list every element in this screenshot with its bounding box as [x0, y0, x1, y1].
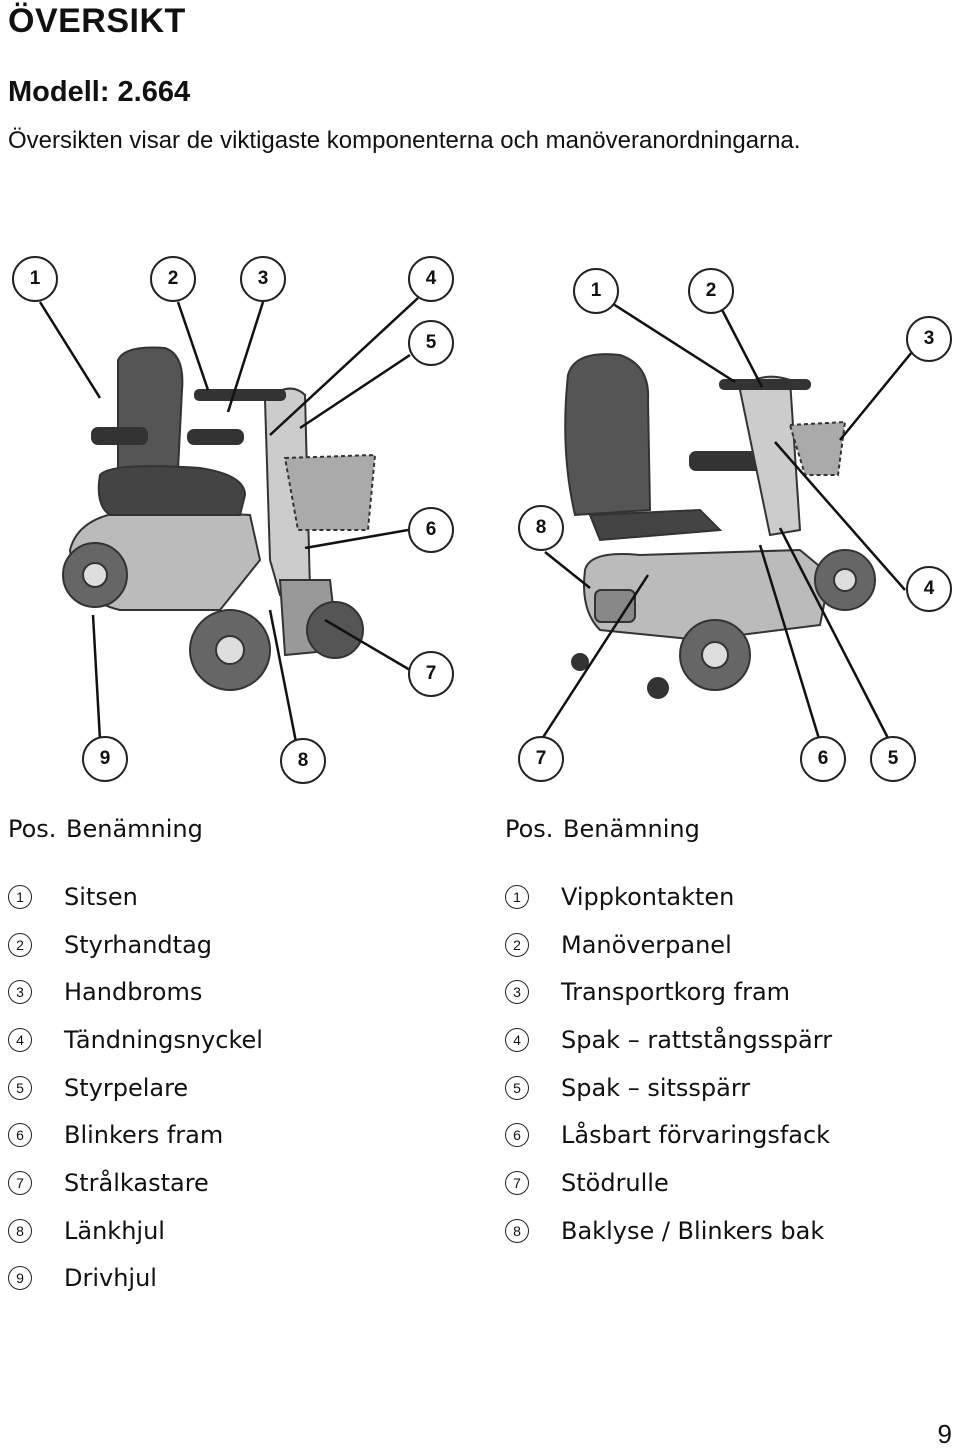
callout-right-6: 6 [800, 736, 846, 782]
legend-right-header: Pos. Benämning [505, 815, 832, 855]
list-item: 3 Handbroms [8, 968, 263, 1016]
item-label: Styrpelare [64, 1073, 189, 1102]
legend-left: Pos. Benämning 1 Sitsen 2 Styrhandtag 3 Hand… [8, 815, 263, 1302]
header-pos: Pos. [8, 815, 57, 843]
item-label: Vippkontakten [561, 882, 735, 911]
list-item: 7 Stödrulle [505, 1159, 832, 1207]
item-label: Baklyse / Blinkers bak [561, 1216, 825, 1245]
item-number: 4 [505, 1027, 529, 1052]
item-label: Strålkastare [64, 1168, 209, 1197]
item-label: Manöverpanel [561, 930, 732, 959]
list-item: 5 Styrpelare [8, 1064, 263, 1112]
item-label: Blinkers fram [64, 1121, 224, 1150]
item-number: 5 [8, 1075, 32, 1100]
item-number: 1 [505, 884, 529, 909]
item-label: Styrhandtag [64, 930, 213, 959]
list-item: 3 Transportkorg fram [505, 968, 832, 1016]
list-item: 2 Manöverpanel [505, 921, 832, 969]
item-label: Länkhjul [64, 1216, 165, 1245]
item-label: Handbroms [64, 978, 203, 1007]
callout-left-3: 3 [240, 256, 286, 302]
page-title: ÖVERSIKT [8, 2, 186, 40]
model-heading: Modell: 2.664 [8, 76, 191, 108]
item-number: 2 [505, 932, 529, 957]
scooter-illustration [38, 297, 913, 743]
item-label: Spak – sitsspärr [561, 1073, 751, 1102]
list-item: 4 Spak – rattstångsspärr [505, 1016, 832, 1064]
legend-left-header: Pos. Benämning [8, 815, 263, 855]
callout-right-3: 3 [906, 316, 952, 362]
item-number: 6 [8, 1123, 32, 1148]
item-number: 7 [505, 1170, 529, 1195]
item-number: 7 [8, 1170, 32, 1195]
item-number: 5 [505, 1075, 529, 1100]
callout-left-6: 6 [408, 507, 454, 553]
intro-text: Översikten visar de viktigaste komponent… [8, 127, 801, 154]
left-leader-lines [38, 297, 419, 743]
callout-right-8: 8 [518, 505, 564, 551]
list-item: 8 Länkhjul [8, 1207, 263, 1255]
callout-left-8: 8 [280, 738, 326, 784]
callout-left-7: 7 [408, 651, 454, 697]
callout-right-7: 7 [518, 736, 564, 782]
item-number: 1 [8, 884, 32, 909]
list-item: 7 Strålkastare [8, 1159, 263, 1207]
item-label: Låsbart förvaringsfack [561, 1121, 831, 1150]
list-item: 8 Baklyse / Blinkers bak [505, 1207, 832, 1255]
legend-right: Pos. Benämning 1 Vippkontakten 2 Manöverpan… [505, 815, 832, 1255]
item-label: Drivhjul [64, 1264, 157, 1293]
callout-left-5: 5 [408, 320, 454, 366]
item-label: Tändningsnyckel [64, 1025, 263, 1054]
item-number: 8 [505, 1218, 529, 1243]
callout-left-4: 4 [408, 256, 454, 302]
right-scooter-image [564, 353, 876, 699]
page-number: 9 [937, 1419, 952, 1449]
item-number: 3 [8, 980, 32, 1005]
item-number: 2 [8, 932, 32, 957]
item-label: Transportkorg fram [561, 978, 791, 1007]
list-item: 1 Vippkontakten [505, 873, 832, 921]
callout-right-4: 4 [906, 566, 952, 612]
callout-right-2: 2 [688, 268, 734, 314]
header-name: Benämning [563, 815, 700, 843]
item-number: 4 [8, 1027, 32, 1052]
right-leader-lines [538, 300, 913, 743]
header-pos: Pos. [505, 815, 554, 843]
list-item: 2 Styrhandtag [8, 921, 263, 969]
item-number: 9 [8, 1266, 32, 1291]
list-item: 6 Blinkers fram [8, 1111, 263, 1159]
list-item: 9 Drivhjul [8, 1255, 263, 1303]
item-number: 8 [8, 1218, 32, 1243]
callout-right-1: 1 [573, 268, 619, 314]
callout-left-1: 1 [12, 256, 58, 302]
callout-left-9: 9 [82, 736, 128, 782]
list-item: 4 Tändningsnyckel [8, 1016, 263, 1064]
list-item: 6 Låsbart förvaringsfack [505, 1111, 832, 1159]
item-number: 6 [505, 1123, 529, 1148]
callout-right-5: 5 [870, 736, 916, 782]
item-label: Stödrulle [561, 1168, 669, 1197]
left-scooter-image [62, 346, 377, 691]
list-item: 5 Spak – sitsspärr [505, 1064, 832, 1112]
list-item: 1 Sitsen [8, 873, 263, 921]
item-number: 3 [505, 980, 529, 1005]
header-name: Benämning [66, 815, 203, 843]
item-label: Sitsen [64, 882, 138, 911]
item-label: Spak – rattstångsspärr [561, 1025, 833, 1054]
callout-left-2: 2 [150, 256, 196, 302]
